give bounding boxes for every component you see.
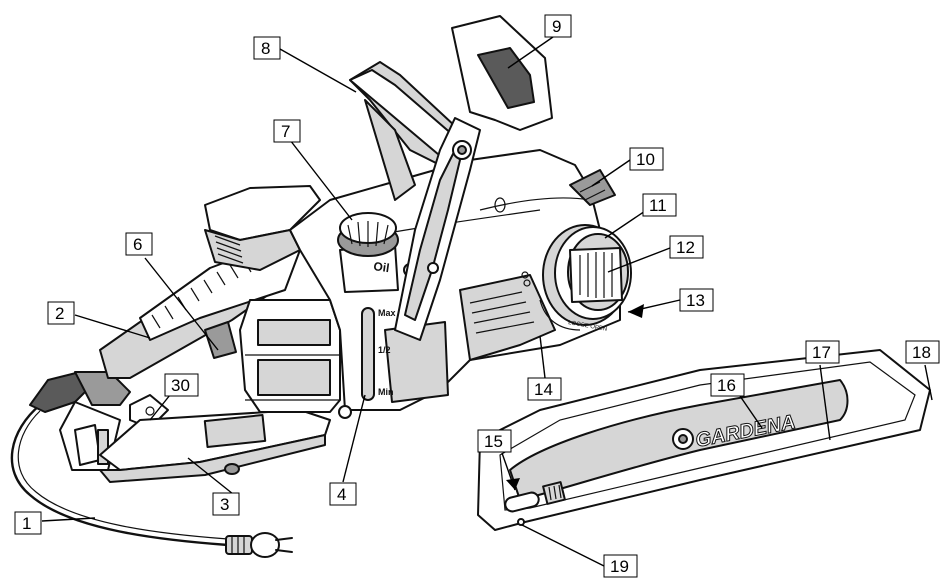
svg-text:15: 15 [484, 432, 503, 451]
arrow-15 [506, 478, 520, 490]
cord-strain-relief [74, 424, 109, 466]
svg-text:19: 19 [610, 557, 629, 576]
callout-3: 3 [212, 492, 240, 516]
arrow-13 [628, 304, 644, 318]
callout-11: 11 [642, 193, 677, 217]
svg-text:12: 12 [676, 238, 695, 257]
callout-13: 13 [679, 288, 714, 312]
callout-18: 18 [905, 340, 940, 364]
motor-housing [204, 185, 341, 413]
svg-text:6: 6 [133, 235, 142, 254]
oil-level-gauge: Max 1/2 Min [361, 307, 396, 401]
callout-14: 14 [527, 377, 562, 401]
base-plate [99, 409, 331, 483]
gauge-min-label: Min [378, 387, 394, 397]
svg-text:10: 10 [636, 150, 655, 169]
chain-brake-hand-guard [394, 15, 553, 341]
oil-cap-label: Oil [373, 259, 391, 275]
callout-10: 10 [629, 147, 664, 171]
callout-17: 17 [805, 340, 840, 364]
chain-tensioner-knob: LOOSE OPEN [521, 224, 632, 333]
power-cord [10, 404, 229, 547]
svg-text:11: 11 [649, 196, 667, 215]
callout-19: 19 [603, 554, 638, 578]
svg-text:1: 1 [22, 514, 31, 533]
svg-text:2: 2 [55, 304, 64, 323]
svg-text:7: 7 [281, 122, 290, 141]
callout-8: 8 [253, 36, 281, 60]
callout-6: 6 [125, 232, 153, 256]
leader-lines [41, 36, 933, 567]
callout-12: 12 [669, 235, 704, 259]
callout-7: 7 [273, 119, 301, 143]
svg-text:16: 16 [717, 376, 736, 395]
svg-text:9: 9 [552, 17, 561, 36]
motor-vent-slots [214, 235, 244, 264]
callout-15: 15 [477, 429, 512, 453]
svg-text:8: 8 [261, 39, 270, 58]
gauge-max-label: Max [378, 308, 396, 318]
callout-2: 2 [47, 301, 75, 325]
callout-4: 4 [329, 482, 357, 506]
svg-text:18: 18 [912, 343, 931, 362]
svg-text:30: 30 [171, 376, 190, 395]
on-off-trigger [204, 321, 237, 359]
svg-text:3: 3 [220, 495, 229, 514]
callout-1: 1 [14, 511, 42, 535]
callout-16: 16 [710, 373, 745, 397]
power-plug [225, 532, 293, 558]
svg-text:4: 4 [337, 485, 346, 504]
svg-text:17: 17 [812, 343, 831, 362]
callout-9: 9 [544, 14, 572, 38]
svg-text:13: 13 [686, 291, 705, 310]
svg-text:14: 14 [534, 380, 553, 399]
callout-30: 30 [164, 373, 199, 397]
gauge-half-label: 1/2 [378, 345, 391, 355]
